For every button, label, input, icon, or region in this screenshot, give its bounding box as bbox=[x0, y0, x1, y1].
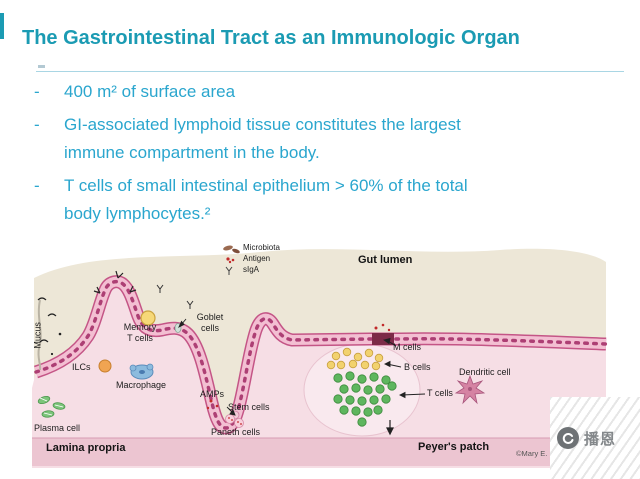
bullet-item: - GI-associated lymphoid tissue constitu… bbox=[34, 111, 582, 167]
macrophage-icon bbox=[129, 363, 154, 380]
siga-icon bbox=[225, 266, 233, 275]
bullet-dash: - bbox=[34, 176, 40, 195]
t-cells-cluster bbox=[333, 371, 397, 427]
title-divider bbox=[36, 65, 624, 72]
label-mucus: Mucus bbox=[32, 322, 43, 349]
dendritic-cell-icon bbox=[454, 374, 486, 405]
siga-marks bbox=[156, 284, 194, 309]
label-b-cells: B cells bbox=[404, 362, 431, 372]
bullet-item: - T cells of small intestinal epithelium… bbox=[34, 172, 582, 228]
mucus-layer-line bbox=[37, 299, 42, 371]
legend-siga-label: sIgA bbox=[243, 265, 260, 274]
microbiota-squiggles bbox=[37, 270, 137, 356]
accent-bar bbox=[0, 13, 4, 39]
antigen-icon bbox=[226, 257, 235, 264]
legend-microbiota-label: Microbiota bbox=[243, 243, 280, 252]
pointer-arrows bbox=[178, 318, 426, 416]
paneth-cell-icons bbox=[225, 414, 244, 428]
label-peyers-patch: Peyer's patch bbox=[418, 441, 490, 453]
bullet-item: - 400 m² of surface area bbox=[34, 78, 582, 106]
gi-immune-diagram: Microbiota Antigen sIgA Gut lumen Mucus … bbox=[30, 238, 612, 470]
diagram-canvas bbox=[32, 245, 608, 468]
bullet-dash: - bbox=[34, 115, 40, 134]
label-ilcs: ILCs bbox=[72, 362, 91, 372]
watermark: 播恩 bbox=[550, 397, 640, 479]
divider-tick bbox=[38, 65, 45, 68]
label-memory-t-cells: Memory T cells bbox=[123, 322, 157, 343]
watermark-text: 播恩 bbox=[584, 430, 617, 448]
bullet-text: T cells of small intestinal epithelium >… bbox=[64, 176, 468, 223]
label-lamina-propria: Lamina propria bbox=[46, 442, 126, 454]
label-paneth-cells: Paneth cells bbox=[211, 427, 261, 437]
amps-icon bbox=[206, 399, 219, 410]
label-plasma-cell: Plasma cell bbox=[34, 423, 81, 433]
plasma-cell-icons bbox=[37, 395, 66, 418]
label-macrophage: Macrophage bbox=[116, 380, 167, 390]
label-goblet-cells: Goblet cells bbox=[196, 312, 224, 333]
label-gut-lumen: Gut lumen bbox=[358, 254, 413, 266]
label-stem-cells: Stem cells bbox=[228, 402, 270, 412]
bottom-tissue-band bbox=[32, 438, 606, 466]
label-t-cells: T cells bbox=[427, 388, 453, 398]
label-dendritic-cell: Dendritic cell bbox=[459, 367, 511, 377]
bullet-text: GI-associated lymphoid tissue constitute… bbox=[64, 115, 461, 162]
bullet-text: 400 m² of surface area bbox=[64, 82, 236, 101]
memory-t-cell-icon bbox=[140, 310, 156, 326]
bullet-list: - 400 m² of surface area - GI-associated… bbox=[34, 78, 582, 233]
migration-arrow bbox=[386, 420, 394, 436]
microbiota-icon bbox=[223, 245, 240, 254]
ilc-icon bbox=[98, 359, 112, 373]
epithelium-band bbox=[33, 275, 608, 435]
b-cells-cluster bbox=[326, 347, 384, 371]
label-m-cells: M cells bbox=[393, 342, 422, 352]
slide-title: The Gastrointestinal Tract as an Immunol… bbox=[22, 27, 520, 49]
bullet-dash: - bbox=[34, 82, 40, 101]
legend-antigen-label: Antigen bbox=[243, 254, 271, 263]
label-amps: AMPs bbox=[200, 389, 225, 399]
antigen-dots bbox=[374, 323, 391, 332]
watermark-logo-row: 播恩 bbox=[557, 427, 616, 449]
watermark-logo-icon bbox=[557, 427, 579, 449]
